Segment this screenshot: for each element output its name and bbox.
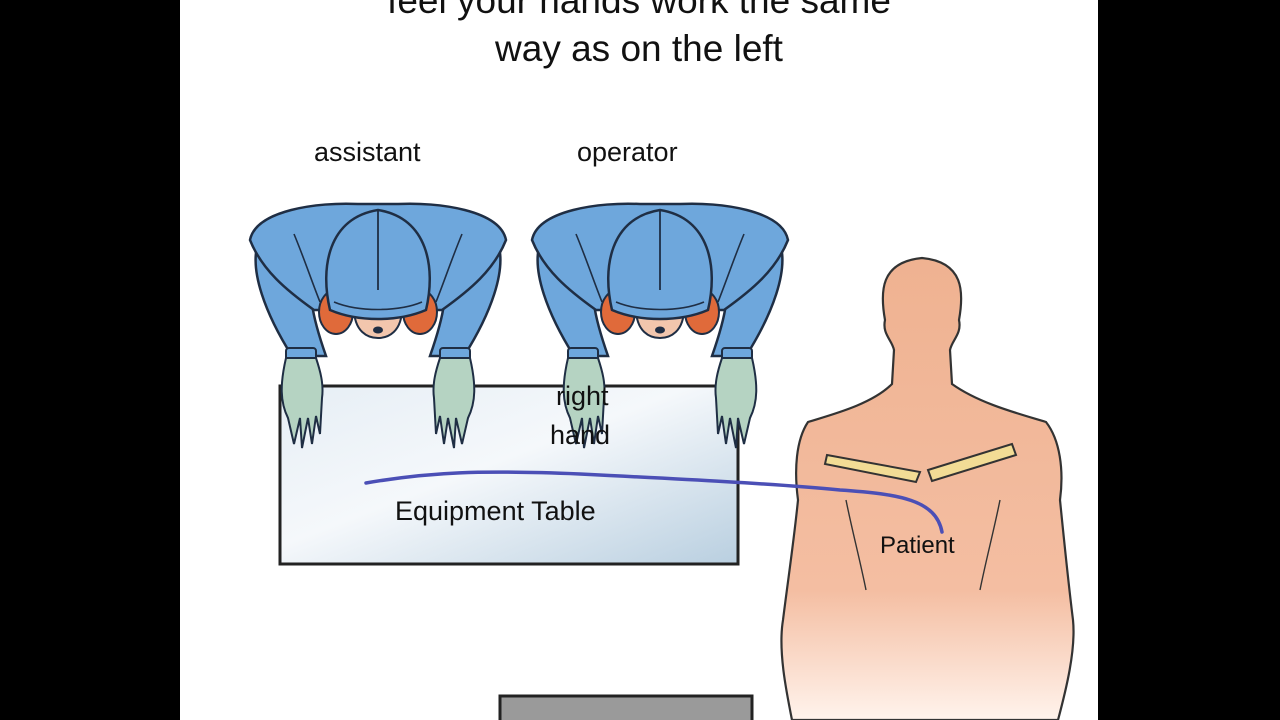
right-hand-label-line-1: right xyxy=(556,381,609,411)
slide-title-line-2: way as on the left xyxy=(495,28,783,69)
bottom-tray xyxy=(498,694,754,720)
right-hand-label-line-2: hand xyxy=(550,420,611,450)
patient-label: Patient xyxy=(880,532,955,559)
slide-title-line-1: feel your hands work the same xyxy=(387,0,891,21)
equipment-table xyxy=(278,384,740,566)
equipment-table-label: Equipment Table xyxy=(395,496,596,526)
operator-label: operator xyxy=(577,137,678,167)
connector-line xyxy=(364,470,944,534)
assistant-label: assistant xyxy=(314,137,421,167)
diagram-art xyxy=(248,202,1075,720)
slide-canvas: feel your hands work the same way as on … xyxy=(180,0,1098,720)
patient-figure xyxy=(780,256,1075,720)
